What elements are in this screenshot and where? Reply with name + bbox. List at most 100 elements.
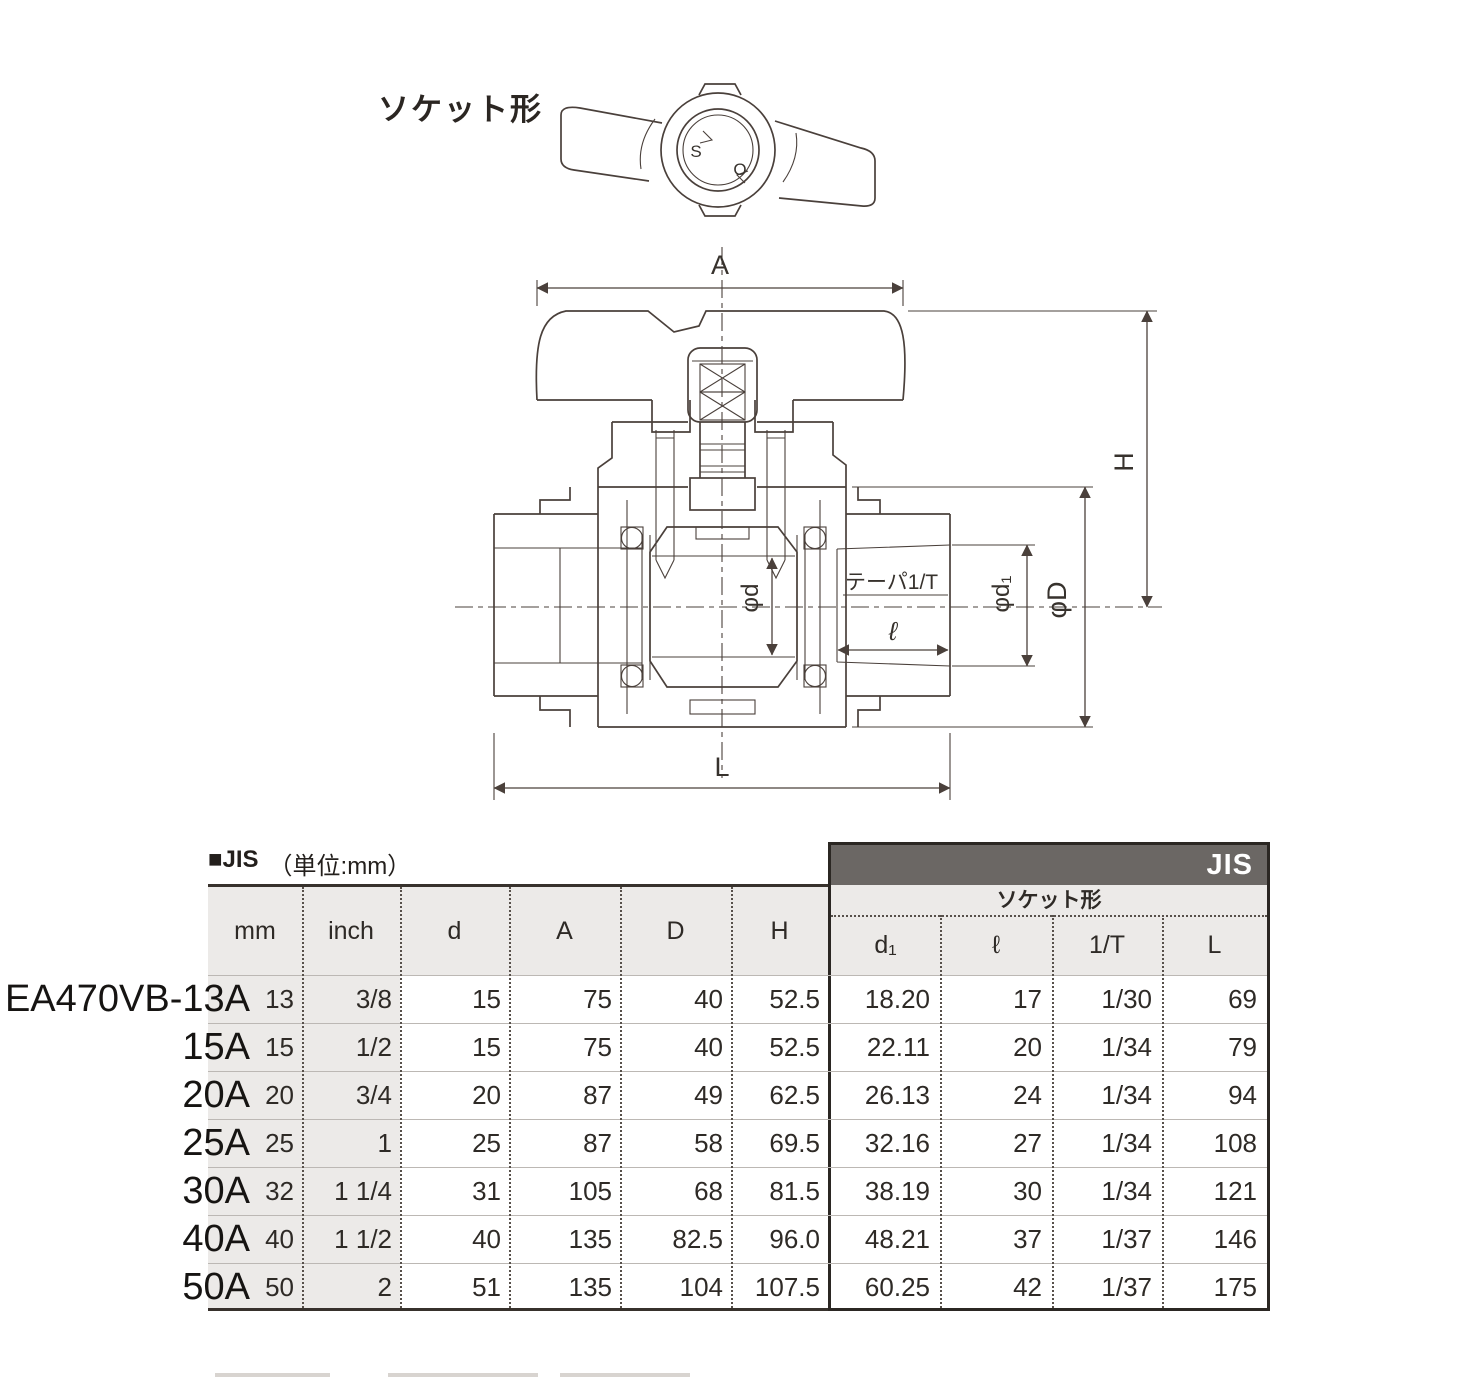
table-caption-jis: ■JIS: [208, 846, 259, 873]
socket-group-header: ソケット形: [831, 885, 1267, 915]
cell-A: 75: [583, 984, 612, 1014]
cell-D: 68: [694, 1176, 723, 1206]
cell-d1: 48.21: [864, 1224, 930, 1254]
cell-H: 52.5: [769, 1032, 820, 1062]
cell-D: 104: [679, 1272, 723, 1302]
cell-L: 69: [1228, 984, 1257, 1014]
cell-inch: 3/4: [355, 1080, 392, 1110]
row-separator: [208, 1215, 1267, 1216]
row-separator: [208, 1119, 1267, 1120]
dim-label-phiD: φD: [1042, 581, 1072, 618]
size-columns-background: [208, 887, 400, 1311]
cell-inch: 3/8: [355, 984, 392, 1014]
cell-A: 87: [583, 1080, 612, 1110]
cell-mm: 50: [265, 1272, 294, 1302]
cell-d: 15: [472, 1032, 501, 1062]
cell-ell: 24: [1013, 1080, 1042, 1110]
column-divider: [1162, 915, 1164, 1308]
left-table-bottom-border: [208, 1308, 828, 1311]
column-divider: [400, 887, 402, 1308]
model-label: 40A: [182, 1218, 250, 1260]
col-header-mm: mm: [234, 917, 276, 945]
cell-L: 121: [1213, 1176, 1257, 1206]
table-caption: ■JIS （単位:mm）: [208, 846, 411, 881]
cell-ell: 42: [1013, 1272, 1042, 1302]
row-separator: [208, 1167, 1267, 1168]
column-divider: [620, 887, 622, 1308]
cell-mm: 13: [265, 984, 294, 1014]
cell-L: 94: [1228, 1080, 1257, 1110]
table-caption-unit: （単位:mm）: [268, 853, 412, 880]
cell-H: 81.5: [769, 1176, 820, 1206]
column-divider: [731, 887, 733, 1308]
cell-D: 58: [694, 1128, 723, 1158]
cell-H: 62.5: [769, 1080, 820, 1110]
cell-d: 31: [472, 1176, 501, 1206]
cell-oneT: 1/34: [1101, 1032, 1152, 1062]
valve-section-view: A H φD φd₁ φd テーパ1/T ℓ L: [455, 247, 1162, 800]
cell-H: 107.5: [754, 1272, 820, 1302]
row-separator: [208, 1263, 1267, 1264]
cell-inch: 1: [377, 1128, 392, 1158]
cell-H: 96.0: [769, 1224, 820, 1254]
cell-ell: 27: [1013, 1128, 1042, 1158]
dim-label-L: L: [714, 752, 729, 782]
cell-oneT: 1/37: [1101, 1224, 1152, 1254]
handle-shut-mark: S: [690, 142, 701, 161]
cell-oneT: 1/34: [1101, 1080, 1152, 1110]
cell-d1: 18.20: [864, 984, 930, 1014]
cell-d: 20: [472, 1080, 501, 1110]
cell-mm: 25: [265, 1128, 294, 1158]
dim-label-phid1: φd₁: [988, 575, 1015, 612]
cell-mm: 15: [265, 1032, 294, 1062]
cell-ell: 17: [1013, 984, 1042, 1014]
cell-A: 135: [568, 1224, 612, 1254]
cell-oneT: 1/30: [1101, 984, 1152, 1014]
cell-d: 40: [472, 1224, 501, 1254]
column-divider: [509, 887, 511, 1308]
row-separator: [208, 1023, 1267, 1024]
cell-D: 49: [694, 1080, 723, 1110]
model-label: 50A: [182, 1266, 250, 1308]
cell-L: 175: [1213, 1272, 1257, 1302]
cell-d1: 60.25: [864, 1272, 930, 1302]
cell-d: 25: [472, 1128, 501, 1158]
cell-d1: 32.16: [864, 1128, 930, 1158]
socket-subheader-background: [831, 915, 1267, 975]
cutoff-text-fragment: [560, 1373, 690, 1377]
cell-oneT: 1/34: [1101, 1128, 1152, 1158]
cell-D: 82.5: [672, 1224, 723, 1254]
left-table-top-border: [208, 884, 828, 887]
cell-ell: 30: [1013, 1176, 1042, 1206]
cell-d1: 38.19: [864, 1176, 930, 1206]
col-header-ell: ℓ: [991, 931, 1001, 959]
cell-A: 87: [583, 1128, 612, 1158]
cell-mm: 20: [265, 1080, 294, 1110]
cell-L: 108: [1213, 1128, 1257, 1158]
dim-label-phid: φd: [737, 584, 764, 613]
model-label: 30A: [182, 1170, 250, 1212]
jis-badge: JIS: [831, 845, 1267, 885]
dim-label-H: H: [1109, 452, 1139, 472]
col-header-H: H: [770, 917, 789, 945]
col-header-L: L: [1207, 931, 1222, 959]
cell-d1: 26.13: [864, 1080, 930, 1110]
col-header-A: A: [556, 917, 573, 945]
cell-d: 15: [472, 984, 501, 1014]
cell-inch: 1 1/4: [334, 1176, 392, 1206]
valve-top-view: S O: [560, 83, 876, 217]
cell-D: 40: [694, 984, 723, 1014]
cell-A: 105: [568, 1176, 612, 1206]
cell-H: 52.5: [769, 984, 820, 1014]
column-divider: [1052, 915, 1054, 1308]
cell-ell: 37: [1013, 1224, 1042, 1254]
cell-ell: 20: [1013, 1032, 1042, 1062]
cell-inch: 1 1/2: [334, 1224, 392, 1254]
cutoff-text-fragment: [388, 1373, 538, 1377]
socket-subheader-divider: [831, 915, 1267, 917]
dim-label-A: A: [711, 250, 729, 280]
drawing-title: ソケット形: [378, 92, 543, 127]
valve-technical-drawing: S O: [455, 83, 1162, 800]
column-divider: [940, 915, 942, 1308]
cell-oneT: 1/34: [1101, 1176, 1152, 1206]
